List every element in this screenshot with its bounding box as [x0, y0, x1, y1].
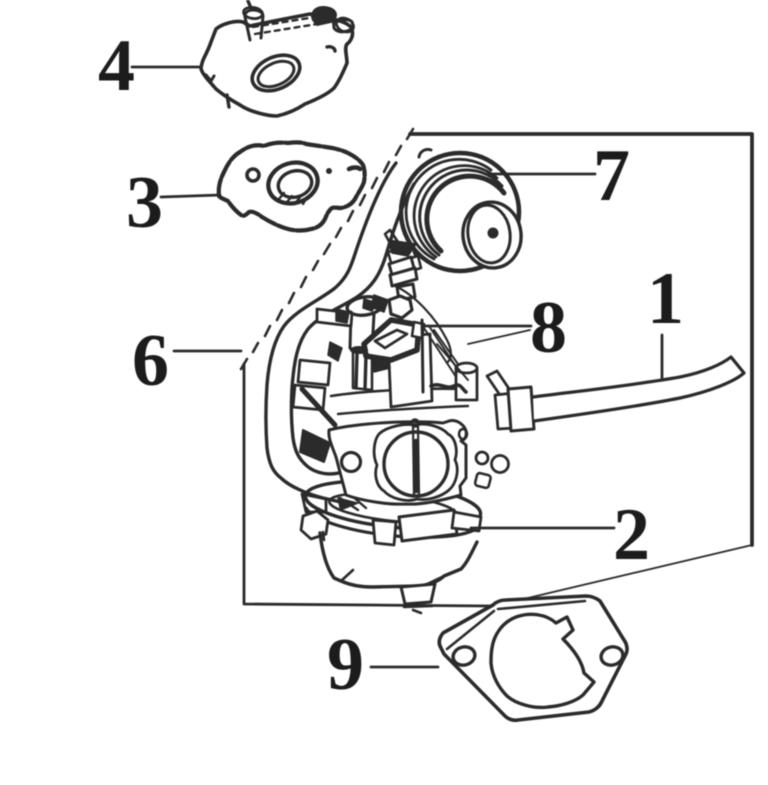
svg-text:8: 8 [530, 287, 567, 369]
svg-text:1: 1 [647, 258, 684, 340]
svg-text:4: 4 [98, 25, 135, 107]
svg-text:2: 2 [613, 494, 650, 576]
svg-text:6: 6 [132, 320, 169, 402]
svg-text:7: 7 [593, 135, 630, 217]
svg-text:9: 9 [327, 624, 364, 706]
svg-text:3: 3 [126, 162, 163, 244]
